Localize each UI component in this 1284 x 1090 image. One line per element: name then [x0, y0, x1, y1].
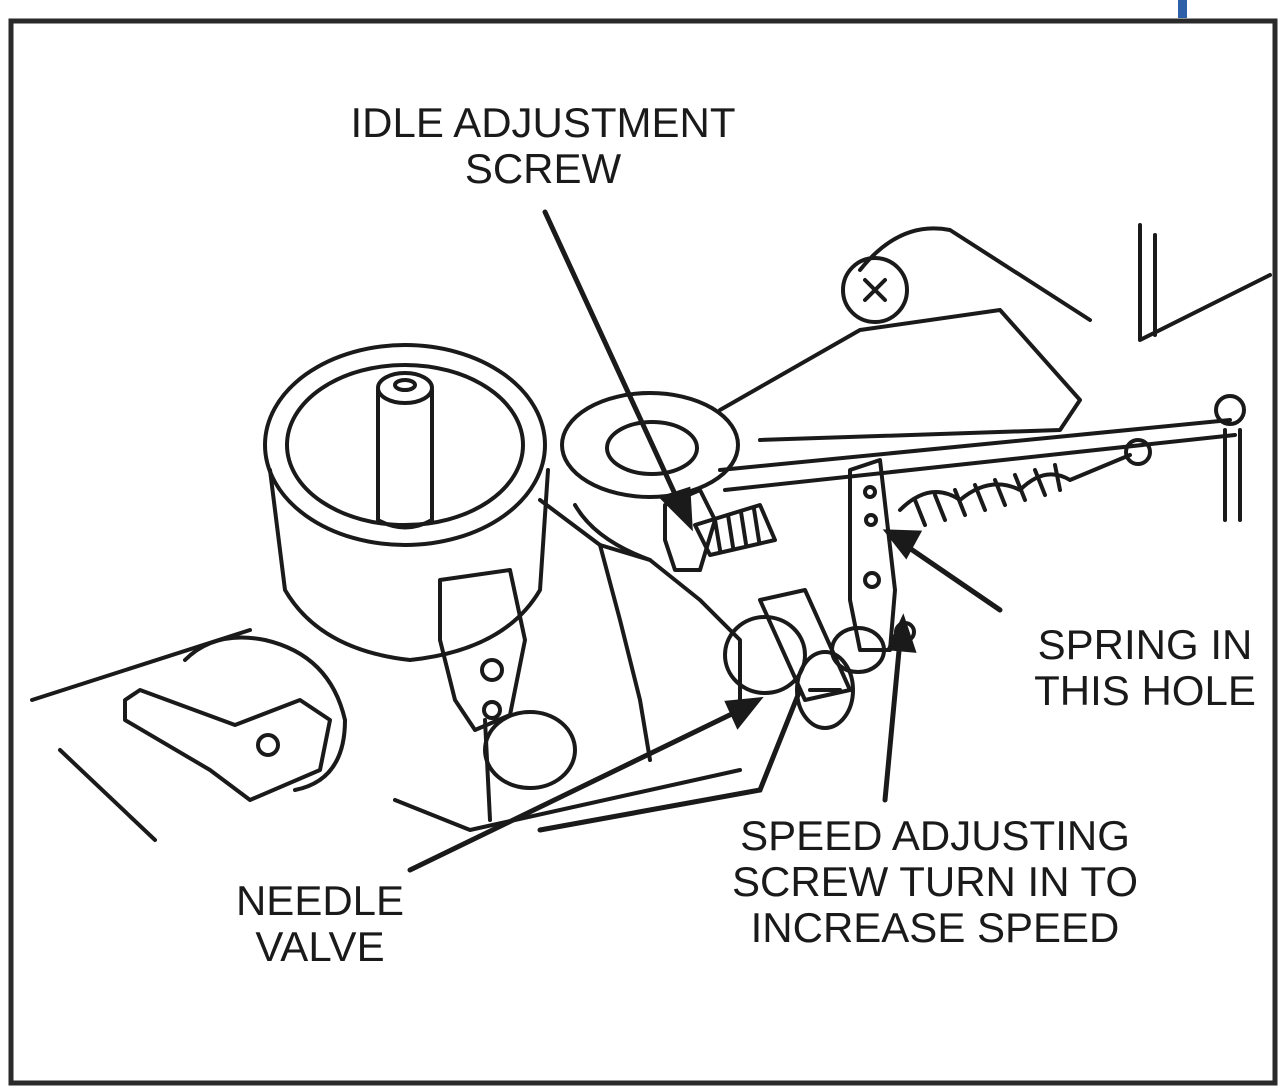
- idle-housing-top: [560, 391, 740, 499]
- label-line: SPEED ADJUSTING: [740, 812, 1130, 859]
- label-line: VALVE: [255, 923, 385, 970]
- needle-valve-body: [758, 588, 852, 702]
- upper-arm: [718, 308, 1082, 442]
- bracket-hole-1: [480, 658, 504, 682]
- speed-screw: [830, 626, 886, 674]
- air-horn: [183, 635, 347, 792]
- label-spring-in-this-hole: SPRING IN THIS HOLE: [1010, 622, 1280, 714]
- spring-anchor: [1124, 438, 1152, 466]
- carburetor-bowl-inner: [285, 363, 525, 527]
- idle-housing-inner: [605, 420, 699, 476]
- label-line: THIS HOLE: [1034, 667, 1256, 714]
- bowl-post-top: [376, 371, 434, 405]
- drain-cup: [483, 710, 577, 790]
- bowl-post-hole: [393, 378, 417, 392]
- bowl-post: [376, 388, 434, 530]
- carburetor-bowl-body: [268, 468, 550, 662]
- needle-leader-line-1: [407, 707, 743, 873]
- idle-screw: [693, 503, 777, 557]
- lever-hole: [256, 733, 280, 757]
- bracket-hole-2: [482, 700, 502, 720]
- label-line: SPRING IN: [1037, 621, 1253, 668]
- upper-screw-cross: [863, 278, 887, 302]
- base-plate-edge-lower: [58, 748, 157, 842]
- plate-hole-2: [864, 513, 878, 527]
- choke-bracket: [438, 568, 527, 732]
- carburetor-side: [598, 543, 652, 762]
- plate-hole-1: [863, 485, 877, 499]
- carburetor-bowl-rim: [263, 343, 547, 547]
- governor-spring: [898, 453, 1132, 512]
- label-needle-valve: NEEDLE VALVE: [195, 878, 445, 970]
- label-idle-adjustment-screw: IDLE ADJUSTMENT SCREW: [333, 100, 753, 192]
- idle-housing-lip: [573, 503, 652, 562]
- label-line: SCREW: [464, 145, 622, 192]
- upper-bracket: [1138, 223, 1272, 342]
- rod-end: [1214, 394, 1246, 426]
- idle-leader-arrowhead: [658, 486, 693, 532]
- label-line: NEEDLE: [235, 877, 405, 924]
- governor-rod-2: [723, 433, 1237, 492]
- needle-leader-arrowhead-1: [724, 696, 764, 730]
- idle-screw-bracket: [663, 488, 717, 572]
- speed-leader-line: [882, 637, 903, 803]
- accent-tick: [1178, 0, 1187, 18]
- upper-screw: [841, 256, 909, 324]
- rod-post: [1223, 428, 1242, 522]
- upper-arm-top: [858, 226, 1092, 322]
- spring-leader-arrowhead: [882, 529, 923, 560]
- label-speed-adjusting-screw: SPEED ADJUSTING SCREW TURN IN TO INCREAS…: [700, 813, 1170, 951]
- label-line: SCREW TURN IN TO: [731, 858, 1139, 905]
- idle-leader-line: [542, 209, 683, 508]
- label-line: IDLE ADJUSTMENT: [350, 99, 736, 146]
- governor-spring-coils: [913, 463, 1062, 527]
- needle-leader-line-2: [537, 687, 803, 833]
- needle-valve-nut: [723, 615, 807, 695]
- base-plate-bottom: [393, 768, 742, 832]
- governor-rod: [718, 418, 1232, 472]
- throttle-lever: [123, 688, 332, 802]
- needle-valve-screw: [795, 650, 855, 730]
- speed-leader-arrowhead: [886, 613, 917, 653]
- plate-hole-3: [863, 571, 881, 589]
- spring-leader-line: [902, 542, 1003, 613]
- label-line: INCREASE SPEED: [750, 904, 1120, 951]
- figure-frame: [8, 18, 1278, 1086]
- carburetor-body: [538, 498, 742, 702]
- idle-screw-threads: [713, 507, 761, 552]
